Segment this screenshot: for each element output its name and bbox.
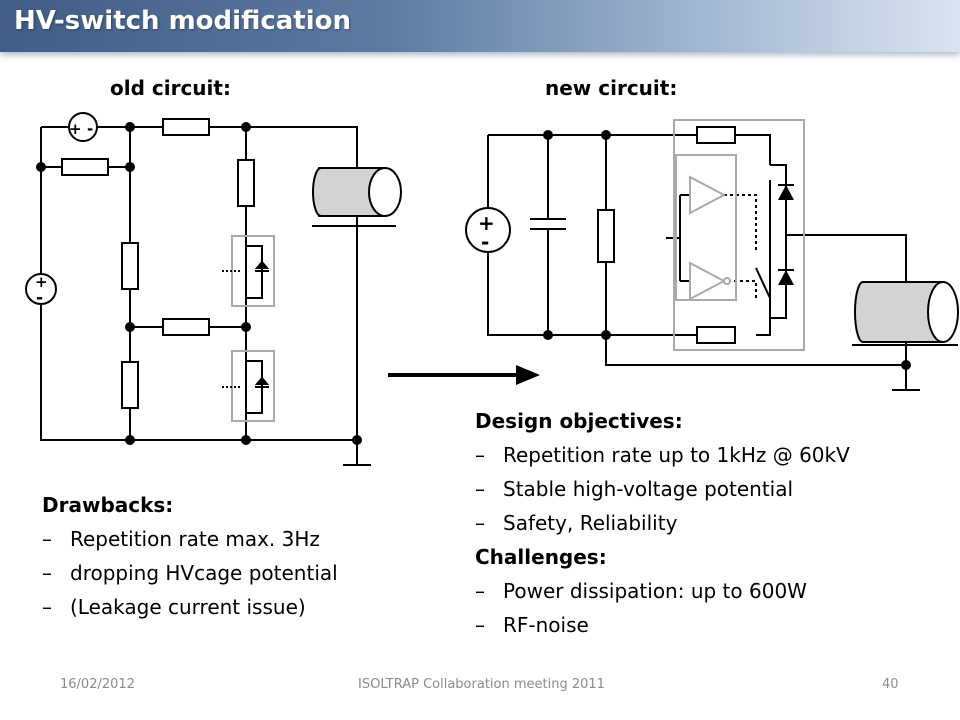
slide-title: HV-switch modification (14, 6, 352, 36)
new-circuit-switch-modules (673, 119, 805, 351)
drawback-item: –(Leakage current issue) (42, 595, 306, 619)
design-objectives-heading: Design objectives: (475, 409, 683, 433)
transition-arrow (388, 365, 540, 385)
new-circuit-label: new circuit: (545, 76, 678, 100)
svg-text:-: - (481, 230, 489, 254)
drawback-item: –Repetition rate max. 3Hz (42, 527, 320, 551)
footer-event: ISOLTRAP Collaboration meeting 2011 (358, 677, 605, 692)
old-circuit-switch-modules (231, 235, 275, 422)
challenges-heading: Challenges: (475, 545, 607, 569)
svg-text:+: + (35, 273, 48, 291)
challenge-item: –RF-noise (475, 613, 589, 637)
old-circuit-diagram (25, 112, 402, 466)
svg-text:-: - (36, 288, 43, 308)
footer-date: 16/02/2012 (60, 677, 135, 692)
objective-item: –Repetition rate up to 1kHz @ 60kV (475, 443, 850, 467)
design-objectives-block: Design objectives: –Repetition rate up t… (475, 404, 850, 642)
footer-page-number: 40 (882, 677, 899, 692)
drawbacks-block: Drawbacks: –Repetition rate max. 3Hz –dr… (42, 488, 338, 624)
new-circuit-diagram (487, 126, 920, 391)
drawback-item: –dropping HVcage potential (42, 561, 338, 585)
objective-item: –Safety, Reliability (475, 511, 678, 535)
svg-text:+: + (69, 120, 82, 138)
title-bar: HV-switch modification (0, 0, 960, 52)
challenge-item: –Power dissipation: up to 600W (475, 579, 807, 603)
old-circuit-label: old circuit: (110, 76, 231, 100)
svg-text:-: - (87, 120, 93, 138)
drawbacks-heading: Drawbacks: (42, 493, 174, 517)
svg-text:+: + (478, 211, 495, 235)
objective-item: –Stable high-voltage potential (475, 477, 794, 501)
